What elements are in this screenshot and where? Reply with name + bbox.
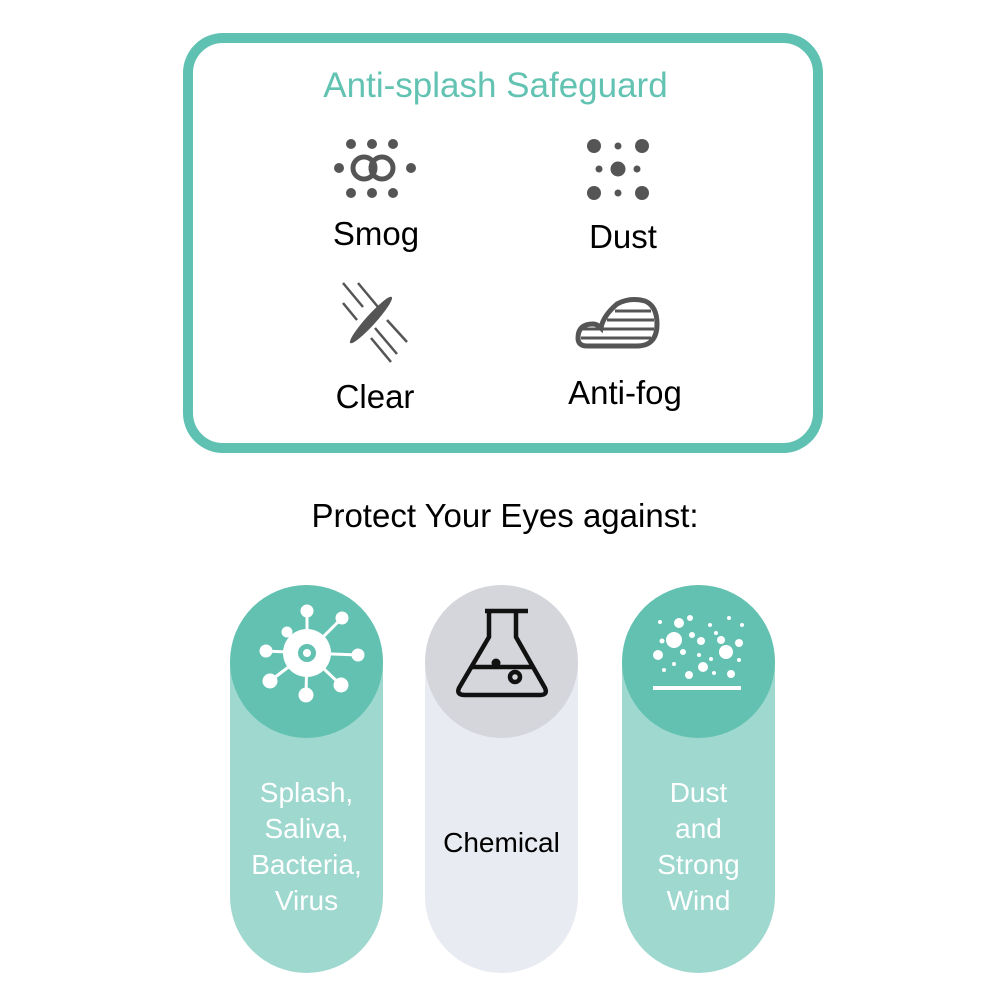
- virus-icon-badge: [230, 585, 383, 738]
- card-line: Virus: [274, 885, 339, 916]
- flask-icon-badge: [425, 585, 578, 738]
- smog-icon: [334, 139, 416, 198]
- card-line: Wind: [666, 885, 731, 916]
- card-line: and: [675, 813, 722, 844]
- protection-card-splash: Splash, Saliva, Bacteria, Virus: [230, 585, 383, 973]
- feature-label-dust: Dust: [589, 218, 657, 255]
- card-line: Splash,: [259, 777, 354, 808]
- protection-card-dust-wind: Dust and Strong Wind: [622, 585, 775, 973]
- card-line: Bacteria,: [251, 849, 362, 880]
- dust-particles-icon-badge: [622, 585, 775, 738]
- anti-fog-icon: [575, 297, 660, 349]
- safeguard-title: Anti-splash Safeguard: [323, 66, 668, 105]
- card-line: Strong: [657, 849, 740, 880]
- dust-icon: [587, 139, 649, 200]
- protection-card-chemical: Chemical: [425, 585, 578, 973]
- card-line: Dust: [669, 777, 728, 808]
- feature-label-clear: Clear: [335, 378, 415, 415]
- card-line: Chemical: [443, 827, 560, 858]
- dust-particles-icon: [653, 615, 744, 690]
- feature-label-smog: Smog: [332, 215, 420, 252]
- virus-icon: [259, 604, 365, 703]
- clear-lens-icon: [342, 282, 408, 363]
- feature-label-anti-fog: Anti-fog: [568, 374, 682, 411]
- safeguard-panel: [183, 33, 823, 453]
- card-line: Saliva,: [264, 813, 349, 844]
- flask-icon: [456, 608, 549, 698]
- protect-heading: Protect Your Eyes against:: [311, 497, 699, 534]
